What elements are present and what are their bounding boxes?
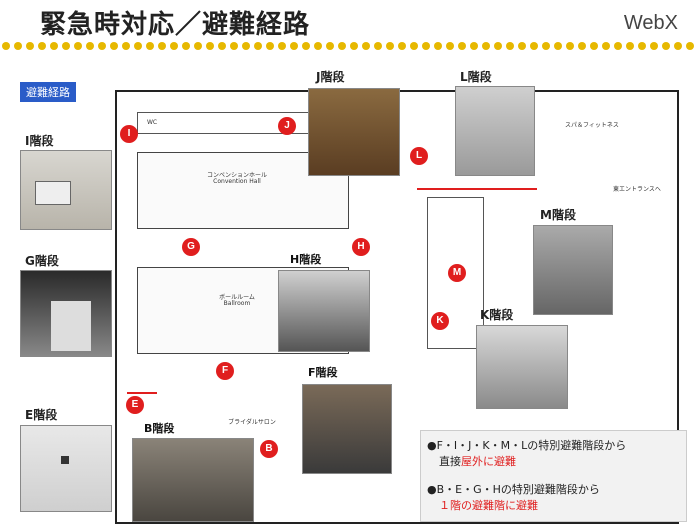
ballroom-en: Ballroom [223, 300, 251, 307]
legend-line-2: 直接屋外に避難 [439, 453, 516, 469]
route-tag: 避難経路 [20, 82, 76, 102]
convention-hall-en: Convention Hall [213, 178, 261, 185]
pin-K: K [431, 312, 449, 330]
entrance-label: 東エントランスへ [613, 186, 661, 193]
route-arrow [417, 188, 537, 190]
stair-I-label: I階段 [25, 134, 54, 148]
wc-label: WC [147, 119, 158, 126]
stair-G-photo [20, 270, 112, 357]
stair-H-label: H階段 [288, 251, 324, 267]
stair-I-photo [20, 150, 112, 230]
stair-M-label: M階段 [540, 208, 576, 222]
legend-box: ●F・I・J・K・M・Lの特別避難階段から 直接屋外に避難 ●B・E・G・Hの特… [420, 430, 687, 522]
webx-logo: WebX [623, 12, 678, 34]
stair-M-photo [533, 225, 613, 315]
legend-line-4: １階の避難階に避難 [439, 499, 538, 512]
stair-E-photo [20, 425, 112, 512]
stair-L-photo [455, 86, 535, 176]
pin-M: M [448, 264, 466, 282]
stair-F-photo [302, 384, 392, 474]
dot-divider [2, 42, 694, 50]
stair-J-label: J階段 [316, 70, 345, 84]
stair-J-photo [308, 88, 400, 176]
pin-J: J [278, 117, 296, 135]
legend-line-3: ●B・E・G・Hの特別避難階段から [427, 483, 600, 496]
pin-L: L [410, 147, 428, 165]
bridal-salon-label: ブライダルサロン [228, 419, 276, 426]
pin-I: I [120, 125, 138, 143]
legend-line-1: ●F・I・J・K・M・Lの特別避難階段から [427, 439, 627, 452]
stair-K-label: K階段 [480, 308, 514, 322]
spa-label: スパ＆フィットネス [565, 122, 619, 129]
pin-E: E [126, 396, 144, 414]
convention-hall-label: コンベンションホール [206, 172, 267, 179]
pin-F: F [216, 362, 234, 380]
pin-B: B [260, 440, 278, 458]
stair-E-label: E階段 [25, 408, 58, 422]
page-title: 緊急時対応／避難経路 [40, 10, 311, 40]
stair-G-label: G階段 [25, 254, 59, 268]
ballroom-label: ボールルーム [219, 294, 255, 301]
stair-H-photo [278, 270, 370, 352]
stair-B-photo [132, 438, 254, 522]
pin-H: H [352, 238, 370, 256]
stair-B-label: B階段 [142, 420, 177, 436]
pin-G: G [182, 238, 200, 256]
legend-line-2-b: 屋外に避難 [461, 455, 516, 468]
stair-F-label: F階段 [306, 364, 340, 380]
legend-line-2-a: 直接 [439, 455, 461, 468]
stair-K-photo [476, 325, 568, 409]
stair-L-label: L階段 [460, 70, 492, 84]
route-arrow [127, 392, 157, 394]
